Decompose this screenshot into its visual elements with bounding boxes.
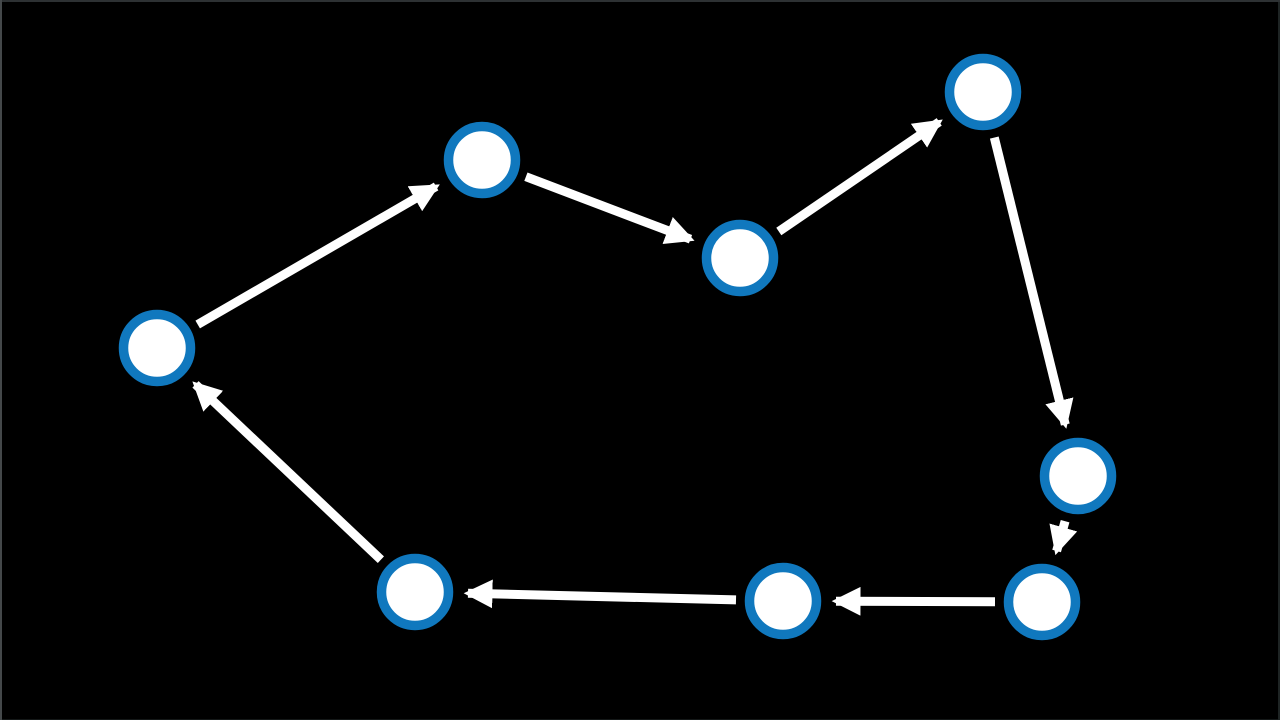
graph-edge-n6-n7: [831, 586, 996, 616]
graph-edge-n5-n6: [1049, 519, 1078, 556]
graph-node-n8: [376, 553, 454, 631]
graph-edge-n4-n5: [989, 136, 1074, 429]
graph-edge-n3-n4: [776, 118, 943, 236]
graph-node-n6: [1003, 563, 1081, 641]
graph-node-n1: [118, 309, 196, 387]
graph-node-n2: [443, 121, 521, 199]
graph-node-n4: [944, 53, 1022, 131]
graph-edge-n8-n1: [192, 381, 384, 563]
graph-node-n3: [701, 219, 779, 297]
graph-node-n5: [1039, 437, 1117, 515]
graph-edge-n7-n8: [463, 579, 737, 609]
graph-edge-n1-n2: [195, 182, 440, 329]
graph-node-n7: [744, 562, 822, 640]
graph-edge-n2-n3: [524, 172, 695, 244]
